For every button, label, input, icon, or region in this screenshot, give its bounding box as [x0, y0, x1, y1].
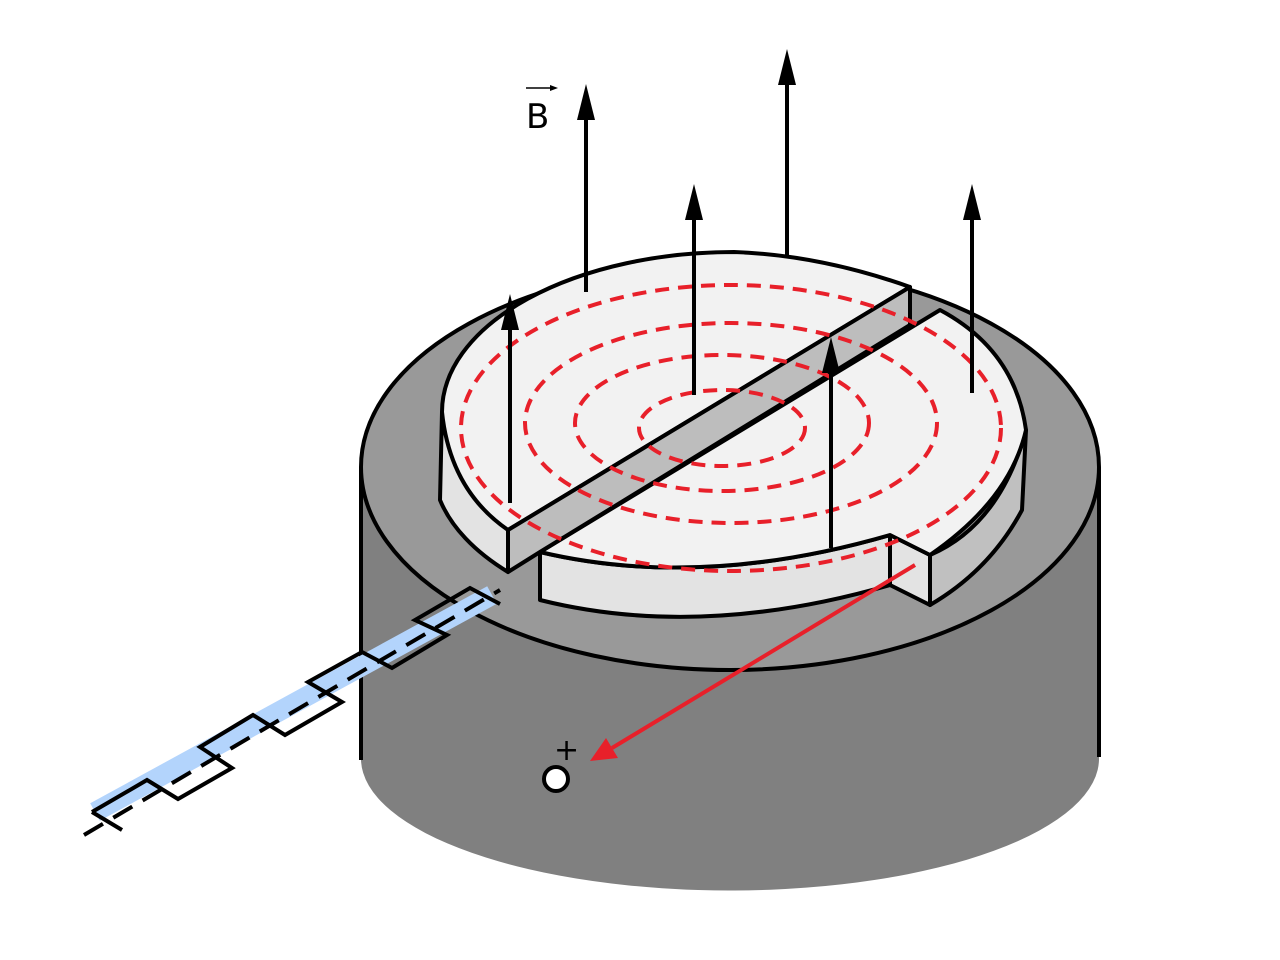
disc-slot [506, 285, 912, 574]
disc-top-lower-half [538, 308, 1028, 570]
beam-band [90, 586, 497, 821]
magnetic-field-arrows [501, 49, 981, 548]
disc-top-upper-half [440, 250, 912, 532]
orbit-4 [459, 283, 1003, 573]
charge-label: + [554, 733, 579, 768]
orbit-1 [637, 388, 807, 468]
orbit-3 [523, 321, 939, 525]
disc-side-right [928, 428, 1028, 607]
force-arrow [610, 563, 917, 750]
beam-axis [82, 588, 502, 837]
charge-circle-icon [542, 765, 570, 793]
beam-wave [90, 585, 501, 814]
electron-orbits [459, 283, 1003, 573]
electron-beam [82, 585, 502, 837]
orbit-2 [573, 353, 871, 493]
field-label: B [526, 97, 549, 137]
